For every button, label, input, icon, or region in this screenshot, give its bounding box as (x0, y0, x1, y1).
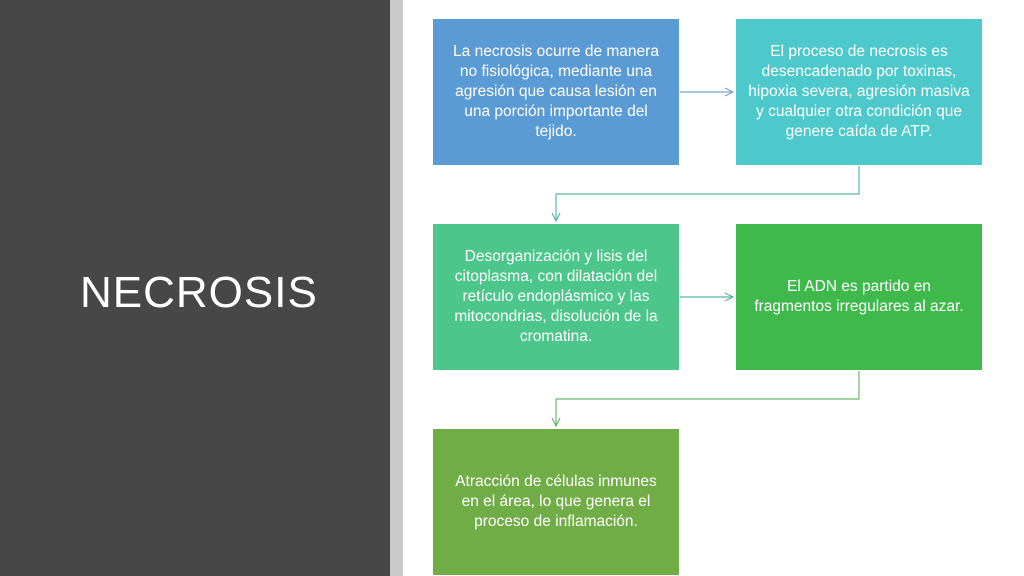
step-1-box: La necrosis ocurre de manera no fisiológ… (433, 19, 679, 165)
arrow-step2-to-step3 (556, 166, 860, 221)
step-4-box: El ADN es partido en fragmentos irregula… (736, 224, 982, 370)
step-1-text: La necrosis ocurre de manera no fisiológ… (453, 43, 659, 140)
title-panel (0, 0, 390, 576)
step-5-box: Atracción de células inmunes en el área,… (433, 429, 679, 575)
arrow-step4-to-step5 (556, 371, 860, 426)
divider-stripe (390, 0, 403, 576)
step-4-text: El ADN es partido en fragmentos irregula… (754, 278, 964, 315)
step-5-text: Atracción de células inmunes en el área,… (455, 473, 657, 530)
step-2-box: El proceso de necrosis es desencadenado … (736, 19, 982, 165)
slide-title: NECROSIS (80, 268, 318, 317)
step-3-text: Desorganización y lisis del citoplasma, … (454, 248, 658, 345)
step-3-box: Desorganización y lisis del citoplasma, … (433, 224, 679, 370)
step-2-text: El proceso de necrosis es desencadenado … (748, 43, 970, 140)
